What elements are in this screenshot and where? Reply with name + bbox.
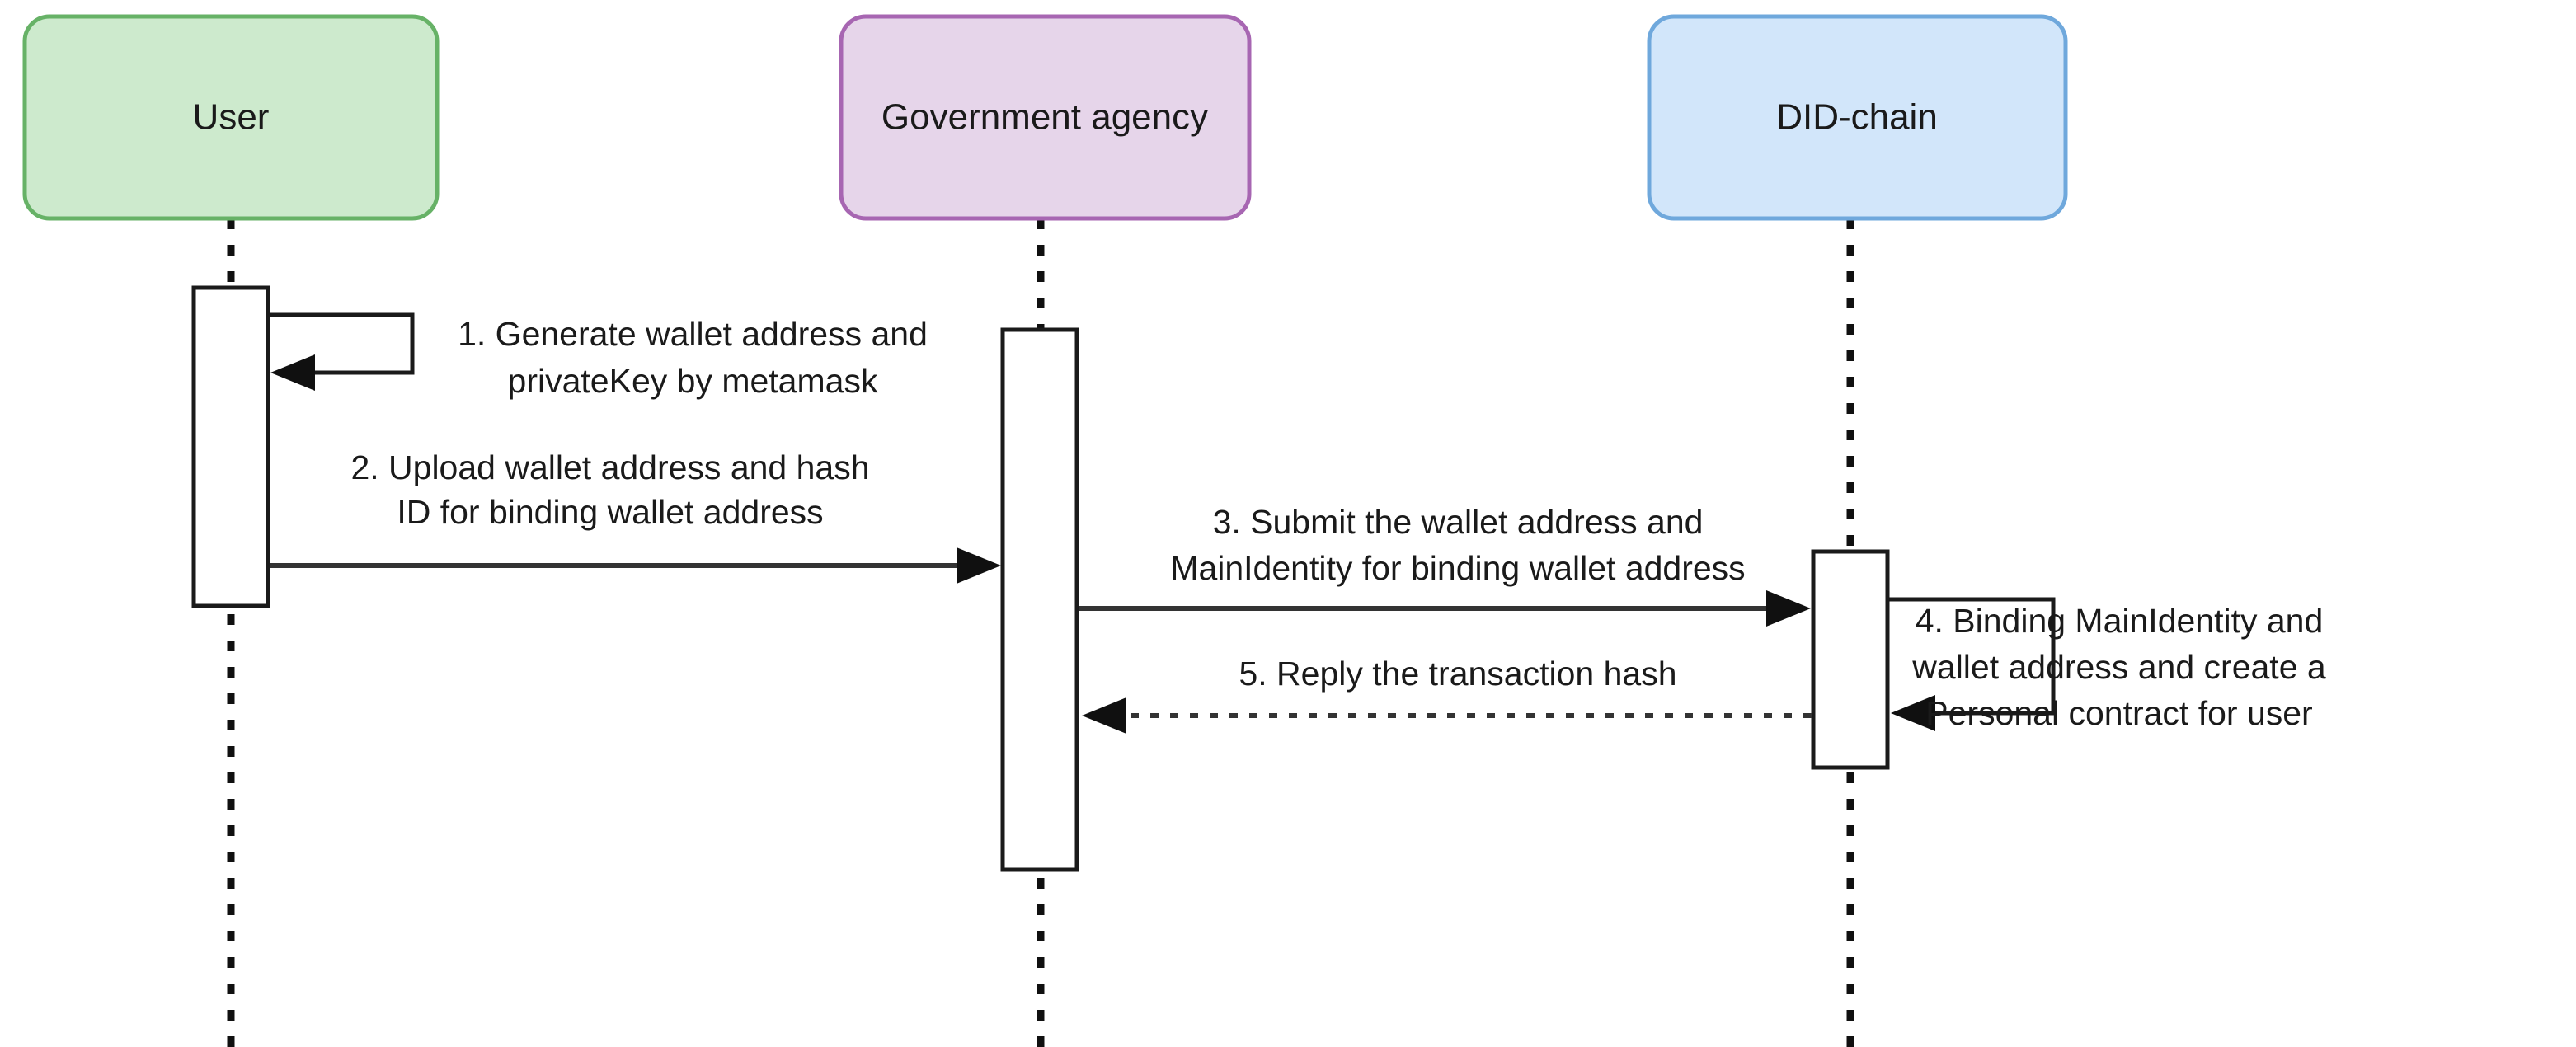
participant-label-user: User bbox=[193, 97, 270, 138]
activation-bar-government-agency[interactable] bbox=[1000, 327, 1079, 872]
message-1-label-line-2: privateKey by metamask bbox=[508, 362, 878, 400]
message-1-label-line-1: 1. Generate wallet address and bbox=[458, 315, 928, 353]
message-3-label-line-1: 3. Submit the wallet address and bbox=[1213, 503, 1704, 541]
message-2-label-line-2: ID for binding wallet address bbox=[397, 493, 823, 531]
message-5-reply-transaction-hash-message[interactable]: 5. Reply the transaction hash bbox=[1082, 655, 1812, 734]
message-1-arrowhead bbox=[270, 354, 315, 391]
activation-bar-did-chain[interactable] bbox=[1811, 549, 1890, 770]
participant-user[interactable]: User bbox=[22, 14, 440, 221]
message-1-generate-wallet-self-message[interactable]: 1. Generate wallet address and privateKe… bbox=[268, 312, 928, 400]
message-4-label-line-2: wallet address and create a bbox=[1911, 648, 2326, 686]
activation-bars-layer bbox=[191, 285, 1890, 872]
participant-box-user[interactable] bbox=[22, 14, 440, 221]
message-4-binding-mainidentity-self-message[interactable]: 4. Binding MainIdentity and wallet addre… bbox=[1889, 597, 2326, 732]
participant-label-government-agency: Government agency bbox=[881, 97, 1208, 138]
message-3-arrowhead bbox=[1766, 590, 1811, 627]
message-5-arrowhead bbox=[1082, 697, 1126, 734]
message-4-self-loop-path[interactable] bbox=[1889, 597, 2056, 716]
message-3-label-line-2: MainIdentity for binding wallet address bbox=[1170, 549, 1745, 587]
message-3-submit-wallet-address-message[interactable]: 3. Submit the wallet address and MainIde… bbox=[1079, 503, 1811, 627]
activation-bar-user[interactable] bbox=[191, 285, 270, 608]
participant-did-chain[interactable]: DID-chain bbox=[1647, 14, 2068, 221]
message-4-label-line-1: 4. Binding MainIdentity and bbox=[1916, 602, 2324, 640]
participant-label-did-chain: DID-chain bbox=[1776, 97, 1938, 138]
participant-box-government-agency[interactable] bbox=[839, 14, 1252, 221]
message-5-label-line-1: 5. Reply the transaction hash bbox=[1239, 655, 1676, 693]
message-4-label-line-3: Personal contract for user bbox=[1925, 694, 2312, 732]
message-2-upload-wallet-address-message[interactable]: 2. Upload wallet address and hash ID for… bbox=[270, 448, 1001, 584]
message-2-arrowhead bbox=[957, 547, 1001, 584]
message-4-arrowhead bbox=[1891, 695, 1935, 731]
participant-government-agency[interactable]: Government agency bbox=[839, 14, 1252, 221]
message-2-label-line-1: 2. Upload wallet address and hash bbox=[350, 448, 869, 486]
participant-box-did-chain[interactable] bbox=[1647, 14, 2068, 221]
message-1-self-loop-path[interactable] bbox=[268, 312, 415, 375]
